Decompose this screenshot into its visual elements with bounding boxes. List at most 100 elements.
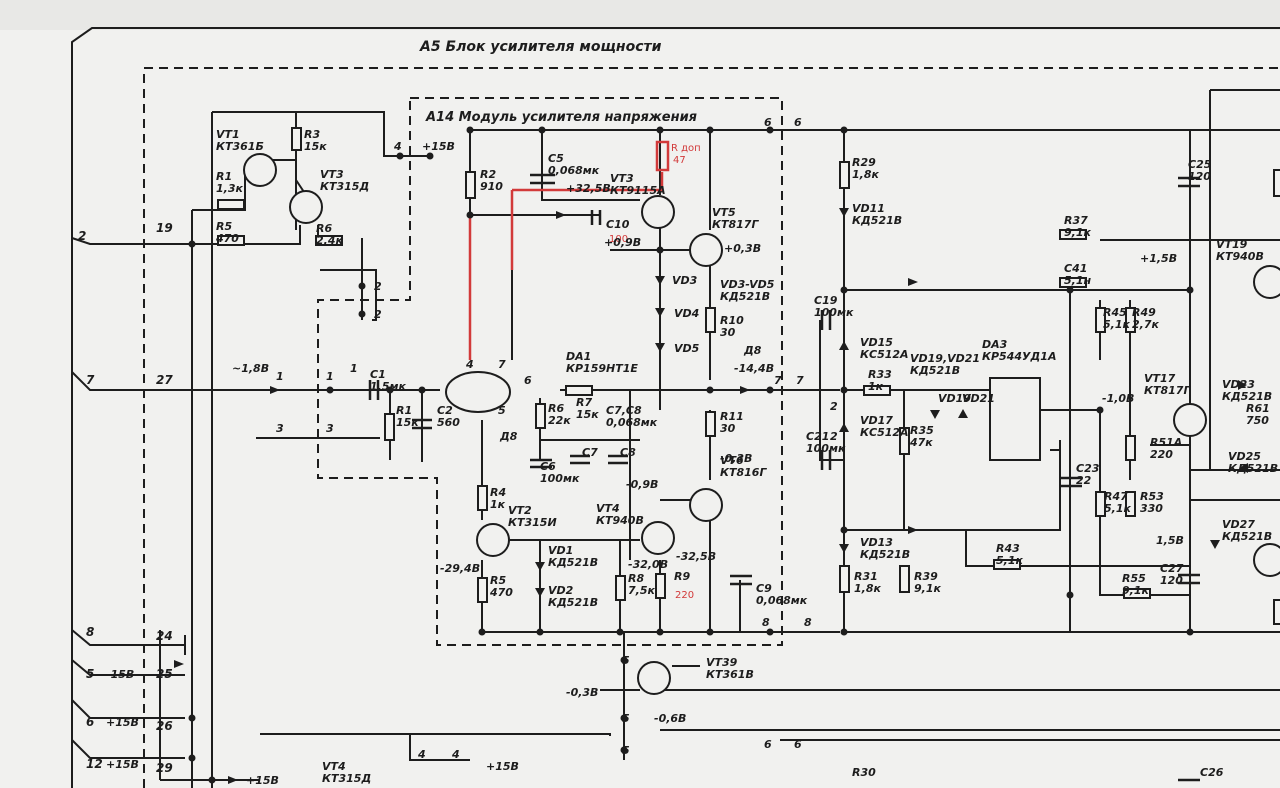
component-value: 15к — [304, 140, 327, 153]
component-ref-vd13: VD13 — [860, 536, 893, 549]
component-value: КД521В — [1228, 462, 1278, 475]
component-value: КТ361В — [706, 668, 754, 681]
component-value: 120 — [1160, 574, 1183, 587]
connector-supply-label: +15В — [106, 716, 139, 729]
red-rework-overlay — [468, 140, 670, 360]
node-number: 6 — [524, 374, 532, 387]
component-ref-r49: R49 — [1132, 306, 1156, 319]
component-value: 22 — [1076, 474, 1092, 487]
voltage-label: -0,6В — [654, 712, 686, 725]
connector-pin: 8 — [86, 625, 94, 639]
component-ref-vd19-vd21: VD19,VD21 — [910, 352, 980, 365]
component-ref-vt19: VT19 — [1216, 238, 1248, 251]
component-ref-vd5: VD5 — [674, 342, 700, 355]
labels: A5 Блок усилителя мощности A14 Модуль ус… — [419, 39, 701, 601]
component-value: КД521В — [1222, 530, 1272, 543]
component-ref-vd23: VD23 — [1222, 378, 1255, 391]
component-ref-r55: R55 — [1122, 572, 1146, 585]
component-value: 220 — [1150, 448, 1173, 461]
component-ref-c1: C1 — [370, 368, 386, 381]
junction-dots — [188, 126, 1194, 784]
voltage-label: -32,5В — [676, 550, 716, 563]
node-number: 4 — [393, 140, 402, 153]
component-value: КТ817Г — [712, 218, 759, 231]
component-ref-vd21: VD21 — [962, 392, 995, 405]
connector-pin: 6 — [86, 715, 94, 729]
node-number: Д8 — [499, 430, 518, 443]
component-value: 7,5к — [628, 584, 655, 597]
component-ref-r10: R10 — [720, 314, 744, 327]
component-ref-c9: C9 — [756, 582, 772, 595]
component-ref-r5: R5 — [490, 574, 506, 587]
component-ref-r53: R53 — [1140, 490, 1164, 503]
component-ref-vd1: VD1 — [548, 544, 573, 557]
voltage-label: -0,3В — [720, 452, 752, 465]
voltage-label: +0,3В — [724, 242, 761, 255]
component-value: 1к — [490, 498, 506, 511]
component-symbols — [217, 127, 1280, 695]
component-ref-c6: C6 — [540, 460, 556, 473]
node-number: 2 — [374, 308, 382, 321]
component-ref-r9: R9 — [674, 570, 690, 583]
node-number: 7 — [774, 374, 782, 387]
node-number: 2 — [374, 280, 382, 293]
component-ref-r8: R8 — [628, 572, 644, 585]
component-ref-vt3: VT3 — [610, 172, 634, 185]
component-labels: VT1КТ361БR315кVT3КТ315ДR11,3кR5470R62,4к… — [215, 128, 1278, 785]
component-ref-vt3: VT3 — [320, 168, 344, 181]
component-ref-r37: R37 — [1064, 214, 1088, 227]
connector-wire-number: 26 — [156, 719, 173, 733]
voltage-label: +15В — [486, 760, 519, 773]
component-value: КР159НТ1Е — [566, 362, 638, 375]
component-value: 47к — [909, 436, 933, 449]
module-title: A14 Модуль усилителя напряжения — [425, 110, 697, 125]
component-ref-vt4: VT4 — [322, 760, 346, 773]
node-number: Д8 — [743, 344, 762, 357]
component-ref-vt2: VT2 — [508, 504, 532, 517]
node-number: 7 — [796, 374, 804, 387]
component-ref-r1: R1 — [396, 404, 412, 417]
component-value: КД521В — [852, 214, 902, 227]
component-ref-r35: R35 — [910, 424, 934, 437]
component-value: 5,1н — [1064, 274, 1091, 287]
component-ref-r33: R33 — [868, 368, 892, 381]
component-value: 100мк — [814, 306, 854, 319]
signal-arrows — [174, 211, 918, 784]
component-ref-vd15: VD15 — [860, 336, 893, 349]
component-ref-r4: R4 — [490, 486, 506, 499]
node-number: 6 — [764, 116, 772, 129]
component-value: 15к — [576, 408, 599, 421]
component-value: 22к — [548, 414, 571, 427]
connector-pin: 2 — [78, 229, 86, 243]
component-ref-vt1: VT1 — [216, 128, 240, 141]
component-ref-r6: R6 — [548, 402, 564, 415]
component-ref-c10: C10 — [606, 218, 630, 231]
node-number: 8 — [804, 616, 812, 629]
component-value: 100мк — [806, 442, 846, 455]
voltage-labels: +15В+32,5В+0,3В+0,9В-14,4В-0,3В-0,9В-32,… — [246, 140, 1184, 787]
connector-wire-number: 24 — [156, 629, 173, 643]
connector-pin: 5 — [86, 667, 94, 681]
component-ref-r47: R47 — [1104, 490, 1128, 503]
connector-wire-number: 19 — [156, 221, 173, 235]
component-value: КТ940В — [1216, 250, 1264, 263]
component-ref-vd19: VD19 — [938, 392, 971, 405]
component-ref-c41: C41 — [1064, 262, 1087, 275]
component-ref-c7: C7 — [582, 446, 598, 459]
component-ref-c25: C25 — [1188, 158, 1212, 171]
component-value: КТ817Г — [1144, 384, 1191, 397]
component-ref-r29: R29 — [852, 156, 876, 169]
component-value: КР544УД1А — [982, 350, 1056, 363]
connector-pin: 7 — [86, 373, 95, 387]
component-ref-r3: R3 — [304, 128, 320, 141]
component-ref-r2: R2 — [480, 168, 496, 181]
voltage-label: -32,0В — [628, 558, 668, 571]
component-value: КТ315Д — [320, 180, 369, 193]
connector-wire-number: 29 — [156, 761, 173, 775]
component-ref-c21: C21 — [806, 430, 829, 443]
component-value: 9,1к — [914, 582, 941, 595]
capacitor-symbols — [368, 173, 1200, 782]
component-value: 1,8к — [852, 168, 879, 181]
component-ref-r39: R39 — [914, 570, 938, 583]
